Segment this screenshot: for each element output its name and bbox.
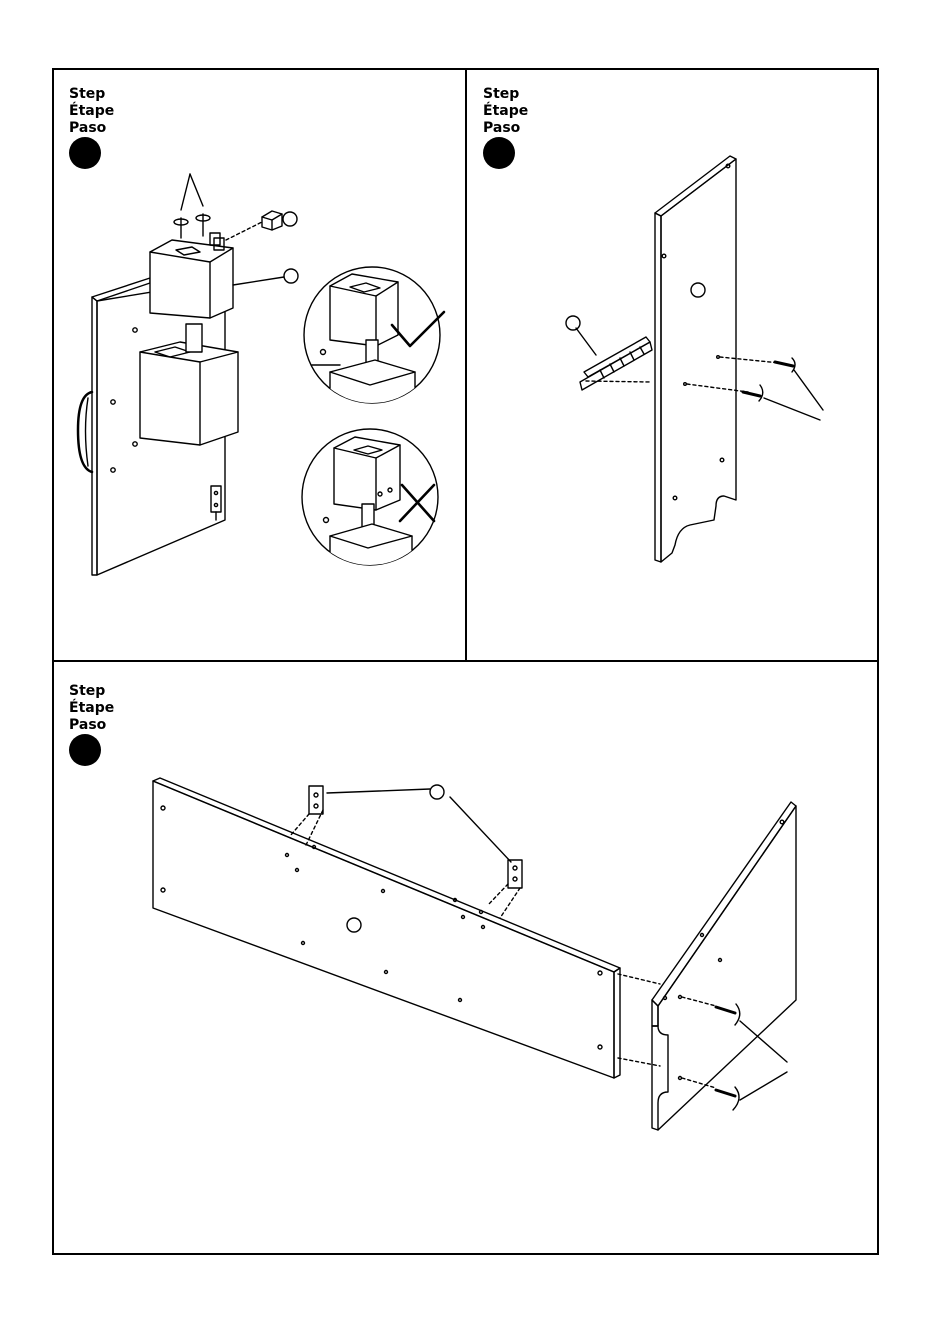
cross-icon	[400, 485, 434, 521]
check-icon	[392, 312, 444, 346]
step1-illustration	[78, 174, 444, 575]
step3-illustration	[153, 778, 796, 1130]
step2-illustration	[566, 156, 823, 562]
